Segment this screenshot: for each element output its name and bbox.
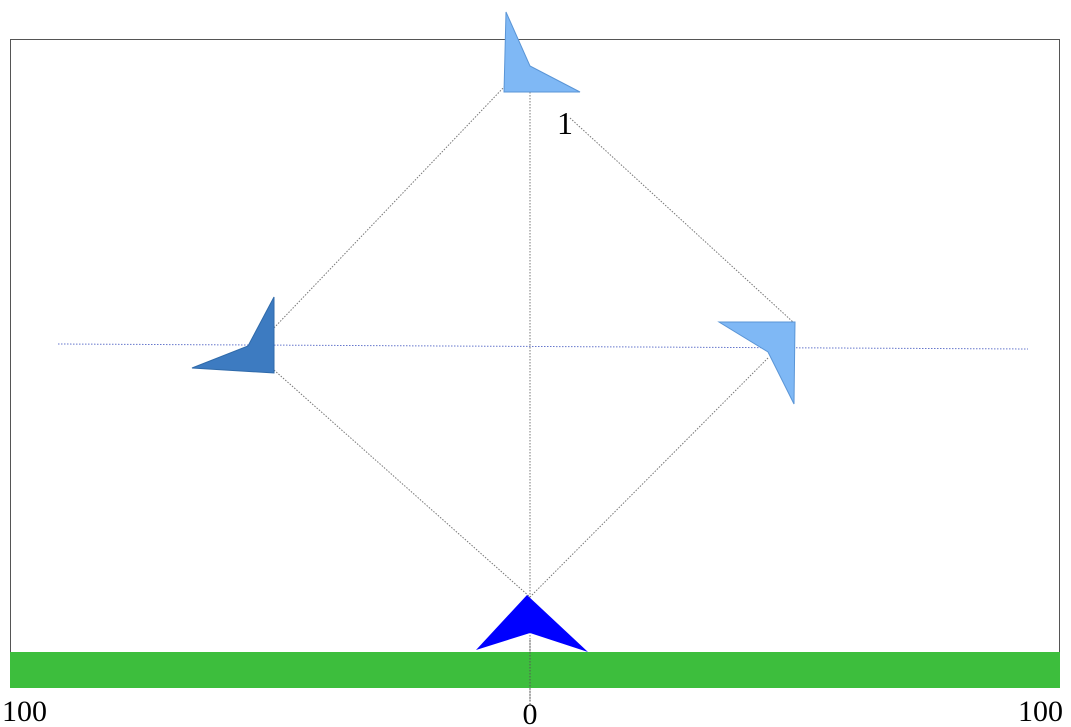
path-line-top-left: [271, 85, 506, 331]
horizontal-guide-line: [57, 343, 1029, 350]
player-arrow-icon: [476, 595, 588, 652]
top-position-shape: [503, 11, 581, 93]
left-position-shape: [191, 296, 275, 374]
right-position-shape: [717, 321, 796, 405]
diagram-frame: [10, 39, 1060, 688]
x-label-center: 0: [523, 698, 538, 727]
position-label: 1: [557, 105, 573, 141]
ground-bar: [10, 652, 1060, 688]
x-label-left: 100: [2, 695, 47, 727]
x-label-right: 100: [1018, 695, 1063, 727]
path-line-top-right: [569, 117, 794, 323]
path-line-bottom-left: [273, 369, 531, 598]
path-line-bottom-right: [529, 357, 769, 598]
